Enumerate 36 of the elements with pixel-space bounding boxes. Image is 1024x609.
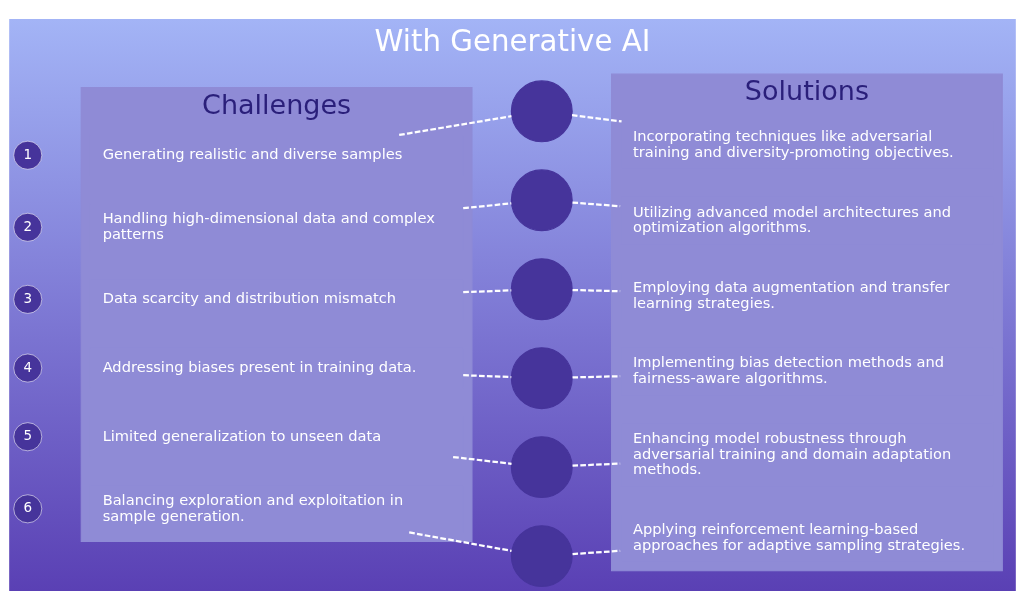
node-text: Enhancing model robustness through adversarial training and domain adaptation methods. [632,428,951,477]
node-text: Implementing bias detection methods and fairness-aware algorithms. [632,352,944,386]
node-text: Incorporating techniques like adversarial training and diversity-promoting objectives. [632,126,954,160]
connector [452,455,512,465]
node-text: Balancing exploration and exploitation in sample generation. [102,490,403,524]
connector [408,530,512,552]
node-circle: 4 [12,353,42,382]
connector [571,113,622,123]
node-circle: 3 [12,284,42,314]
node-text: Employing data augmentation and transfer learning strategies. [632,277,950,311]
node-text: Applying reinforcement learning-based approaches for adaptive sampling strategies. [632,519,965,553]
connector [571,549,620,555]
node-circle [510,168,573,231]
connector [398,114,512,136]
connector [462,288,511,293]
node-circle: 6 [12,493,42,523]
node-text: Handling high-dimensional data and complex patterns [102,208,435,242]
node-circle [510,524,573,587]
connector [572,374,620,379]
connector [462,201,511,209]
node-circle [510,79,573,142]
node-text: Generating realistic and diverse samples [102,144,402,162]
node-circle [510,257,573,320]
node-text: Limited generalization to unseen data [102,426,381,444]
node-circle: 2 [12,212,42,242]
connector [462,373,511,378]
node-circle: 5 [12,421,42,451]
node-text: Data scarcity and distribution mismatch [102,288,396,306]
node-circle [510,346,573,409]
node-circle [510,435,573,498]
node-text: Addressing biases present in training data. [102,357,416,375]
node-text: Utilizing advanced model architectures and optimization algorithms. [632,202,951,235]
connector [572,288,620,292]
connector [571,200,620,207]
node-circle: 1 [12,140,42,170]
diagram-title: With Generative AI [374,23,650,58]
